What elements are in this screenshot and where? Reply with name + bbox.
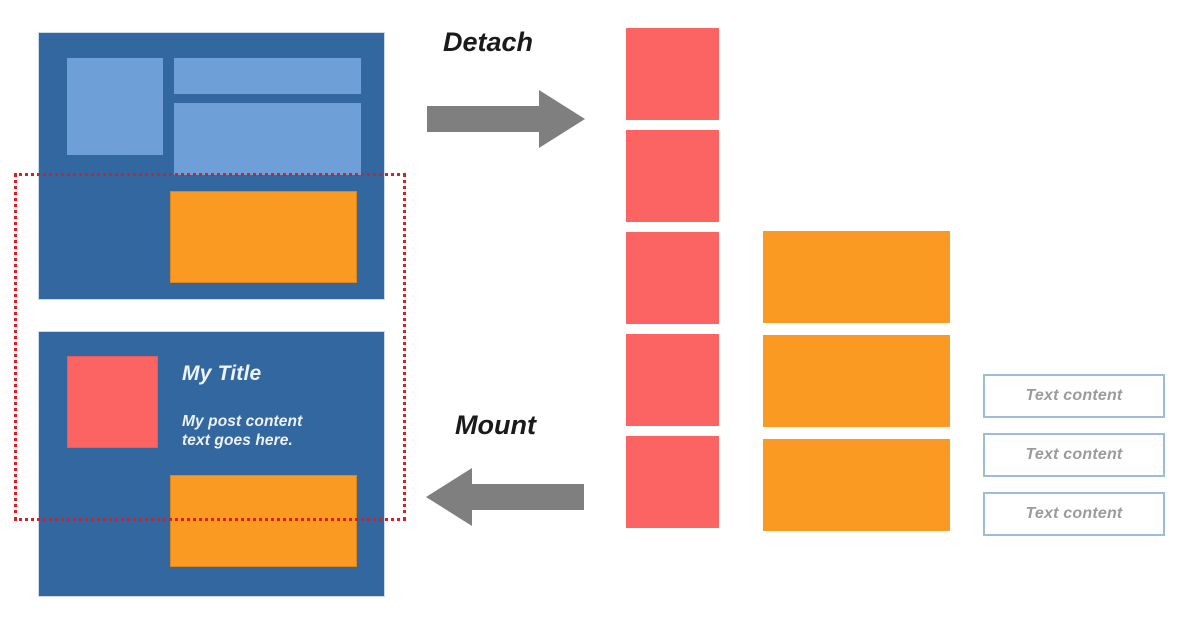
image-atom[interactable] [626,232,719,324]
image-atom[interactable] [626,28,719,120]
detach-label: Detach [443,27,534,57]
text-atom-label: Text content [1025,387,1123,404]
post-title: My Title [182,362,262,385]
post-body: My post content text goes here. [182,412,372,450]
detached-media-atoms [763,231,950,541]
mount-label: Mount [455,410,536,440]
body-placeholder-block [174,103,361,175]
image-atom[interactable] [626,334,719,426]
detach-arrow-icon [427,90,587,148]
media-atom[interactable] [763,231,950,323]
title-placeholder-bar [174,58,361,94]
avatar-placeholder-block [67,58,163,155]
media-placeholder-block [170,191,357,283]
text-atom-label: Text content [1025,505,1123,522]
text-atom-label: Text content [1025,446,1123,463]
post-body-line-1: My post content [182,413,303,430]
media-atom[interactable] [763,335,950,427]
component-panel-top[interactable] [38,32,385,300]
detached-image-atoms [626,28,719,540]
text-atom[interactable]: Text content [983,433,1165,477]
detached-text-atoms: Text content Text content Text content [983,374,1165,540]
image-atom[interactable] [626,130,719,222]
post-body-line-2: text goes here. [182,432,293,449]
media-atom[interactable] [763,439,950,531]
text-atom[interactable]: Text content [983,374,1165,418]
mount-arrow-icon [424,468,584,526]
image-atom[interactable] [626,436,719,528]
post-avatar-image [67,356,158,448]
component-panel-bottom[interactable]: My Title My post content text goes here. [38,331,385,597]
post-media-image [170,475,357,567]
text-atom[interactable]: Text content [983,492,1165,536]
